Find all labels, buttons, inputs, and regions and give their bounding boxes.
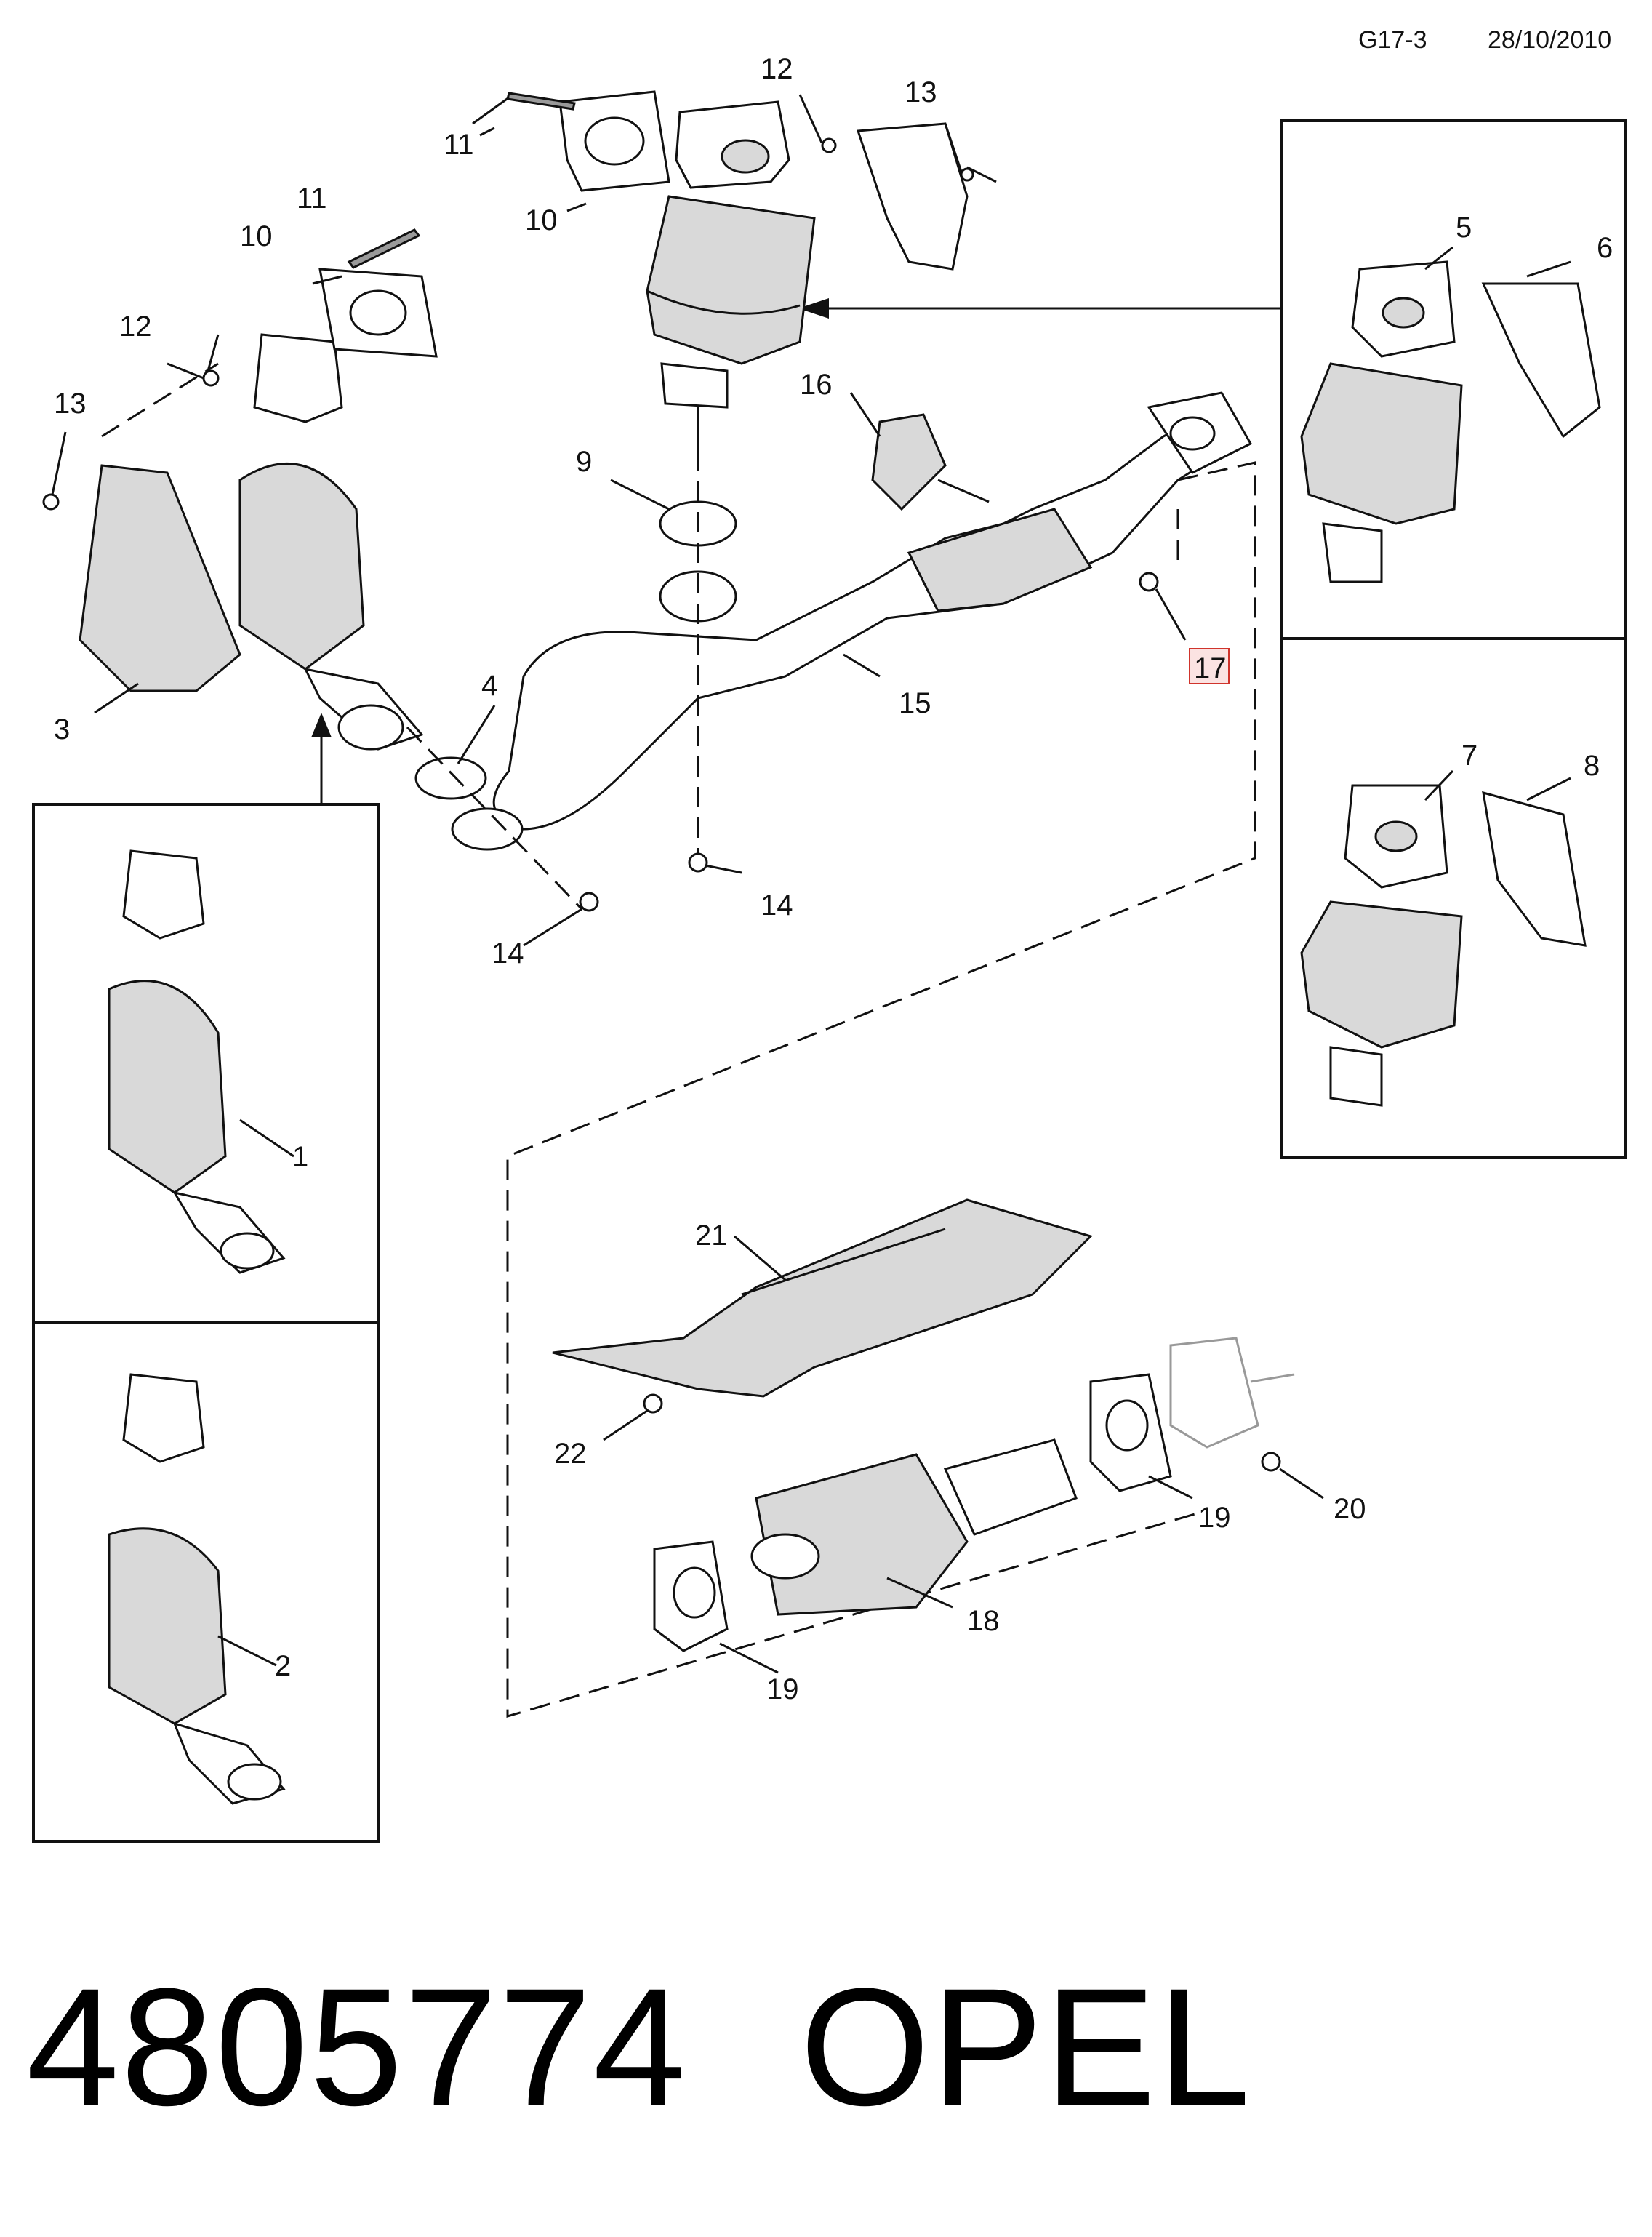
- arrow-to-inset-left: [311, 713, 332, 804]
- right-manifold-catalyst: [646, 100, 816, 451]
- inset-box-parts-5-8: [1280, 119, 1627, 1159]
- callout-14-a: 14: [761, 889, 793, 921]
- inset-catalyst-1: [108, 849, 286, 1274]
- gasket-10-left: [318, 268, 438, 358]
- inset-catalyst-5-6: [1300, 260, 1601, 583]
- nut-20: [1261, 1452, 1281, 1472]
- gasket-10-top: [558, 90, 670, 192]
- stud-11-left: [347, 228, 421, 269]
- stud-11-top: [472, 92, 576, 125]
- callout-15: 15: [899, 687, 931, 719]
- diagram-date: 28/10/2010: [1488, 26, 1612, 54]
- callout-18: 18: [967, 1605, 1000, 1637]
- nut-14-b: [579, 892, 599, 912]
- inset-box-parts-1-2: [32, 803, 380, 1843]
- part-number: 4805774: [26, 1953, 688, 2140]
- nut-22: [643, 1393, 663, 1414]
- callout-11-left: 11: [297, 183, 327, 215]
- arrow-from-inset-right: [798, 298, 1281, 319]
- catalyst-18: [750, 1438, 1078, 1616]
- inset-catalyst-7-8: [1300, 784, 1587, 1107]
- gasket-19-left: [653, 1540, 729, 1652]
- hanger-16: [871, 413, 990, 511]
- flange-gaskets-9: [659, 451, 737, 858]
- leader-lines: [51, 94, 1571, 1674]
- nut-17: [1139, 572, 1159, 592]
- callout-17: 17: [1194, 652, 1227, 684]
- callout-20: 20: [1334, 1493, 1366, 1525]
- callout-3: 3: [54, 713, 70, 745]
- callout-19-right: 19: [1198, 1502, 1231, 1534]
- callout-12-left: 12: [119, 311, 152, 343]
- callout-7: 7: [1461, 740, 1477, 772]
- nut-12-top: [821, 137, 837, 153]
- heat-shield-left: [79, 362, 241, 692]
- callout-2: 2: [275, 1650, 291, 1682]
- callout-13-top: 13: [905, 76, 937, 108]
- callout-11-top: 11: [444, 129, 474, 161]
- heat-shield-top: [856, 122, 997, 271]
- callout-1: 1: [292, 1141, 308, 1173]
- intermediate-pipe-15: [492, 391, 1253, 831]
- callout-16: 16: [800, 369, 833, 401]
- gasket-4: [406, 726, 583, 911]
- callout-4: 4: [481, 670, 497, 702]
- callout-21: 21: [695, 1220, 728, 1252]
- mating-flange-ghost: [1169, 1337, 1295, 1449]
- callout-8: 8: [1584, 750, 1600, 782]
- exhaust-system-diagram: 11 10 12 13 11 10 12 13 3 4 9 16 15 17 1…: [32, 53, 1627, 1843]
- nut-13-left: [42, 493, 60, 511]
- callout-10-top: 10: [525, 204, 558, 236]
- callout-13-left: 13: [54, 388, 87, 420]
- gasket-19-right: [1089, 1373, 1172, 1492]
- callout-5: 5: [1456, 212, 1472, 244]
- callout-9: 9: [576, 446, 592, 478]
- brand-name: OPEL: [800, 1953, 1252, 2140]
- left-manifold-catalyst: [238, 333, 424, 751]
- callout-19-left: 19: [766, 1673, 799, 1705]
- callout-17-highlight: [1189, 648, 1230, 684]
- heat-shield-21: [552, 1198, 1093, 1398]
- diagram-code: G17-3: [1358, 26, 1427, 54]
- callout-6: 6: [1597, 232, 1613, 264]
- callout-22: 22: [554, 1438, 587, 1470]
- inset-catalyst-2: [108, 1373, 286, 1805]
- dashed-assembly-outline: [506, 461, 1256, 1718]
- callout-12-top: 12: [761, 53, 793, 85]
- callout-14-b: 14: [492, 937, 524, 969]
- nut-14-a: [688, 852, 708, 873]
- nut-12-left: [202, 369, 220, 387]
- callout-10-left: 10: [240, 220, 273, 252]
